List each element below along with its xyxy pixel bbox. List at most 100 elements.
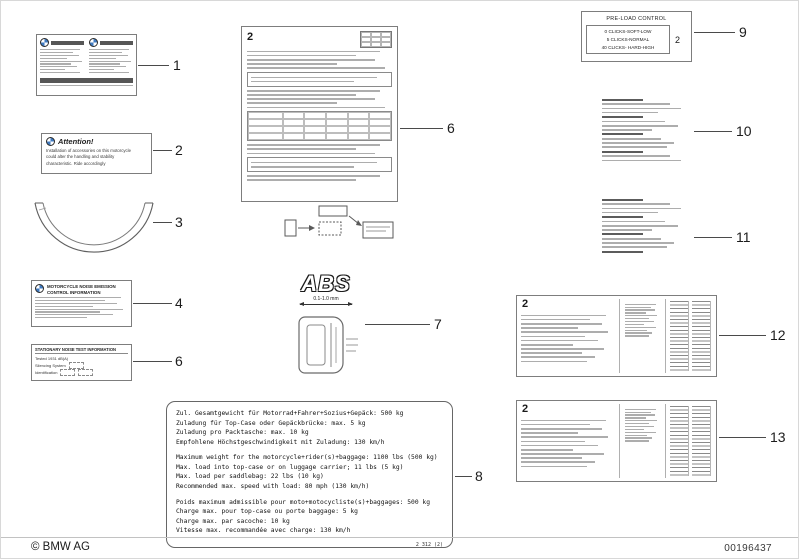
text-line: Installation of accessories on this moto… bbox=[46, 148, 132, 153]
type-plate-footer-bar bbox=[40, 77, 133, 83]
text-line-placeholder bbox=[521, 465, 588, 468]
callout-number-9[interactable]: 9 bbox=[739, 24, 747, 40]
text-line-placeholder bbox=[521, 432, 579, 434]
text-line: 0 CLICKS-SOFT-LOW bbox=[604, 29, 652, 34]
header-bar bbox=[51, 40, 84, 45]
table-cell bbox=[282, 133, 305, 141]
text-line-placeholder bbox=[89, 72, 129, 74]
abs-sensor-illustration bbox=[298, 316, 358, 374]
code-columns bbox=[665, 299, 712, 373]
text-line-placeholder bbox=[521, 356, 595, 359]
text-line-placeholder bbox=[625, 332, 653, 334]
item-marker: 2 bbox=[247, 31, 254, 43]
text-line-placeholder bbox=[625, 414, 655, 416]
placement-schematic bbox=[284, 205, 394, 239]
callout-number-6-center[interactable]: 6 bbox=[447, 120, 455, 136]
text-line-placeholder bbox=[521, 335, 586, 338]
text-line-placeholder bbox=[625, 318, 649, 320]
callout-number-8[interactable]: 8 bbox=[475, 468, 483, 484]
text-line: Charge max. pour top-case ou porte bagga… bbox=[176, 508, 358, 516]
text-line: Zuladung für Top-Case oder Gepäckbrücke:… bbox=[176, 419, 366, 427]
bmw-roundel-icon bbox=[89, 38, 98, 47]
text-line-placeholder bbox=[247, 94, 356, 96]
attention-body: Installation of accessories on this moto… bbox=[46, 148, 147, 167]
text-line-placeholder bbox=[247, 58, 375, 61]
text-line-placeholder bbox=[247, 106, 385, 109]
text-line-placeholder bbox=[40, 66, 77, 68]
wide-label-columns bbox=[521, 404, 712, 478]
text-line-placeholder bbox=[521, 427, 602, 430]
text-line: Silencing System bbox=[35, 362, 66, 368]
callout-number-6-left[interactable]: 6 bbox=[175, 353, 183, 369]
callout-number-11[interactable]: 11 bbox=[736, 229, 751, 245]
callout-number-1[interactable]: 1 bbox=[173, 57, 181, 73]
text-line-placeholder bbox=[247, 89, 381, 92]
certification-header: 2 bbox=[247, 31, 392, 48]
callout-number-3[interactable]: 3 bbox=[175, 214, 183, 230]
callout-number-7[interactable]: 7 bbox=[434, 316, 442, 332]
text-line-placeholder bbox=[251, 76, 378, 79]
text-line-placeholder bbox=[625, 306, 651, 308]
text-line-placeholder bbox=[625, 312, 647, 314]
table-cell bbox=[381, 32, 391, 37]
text-line-placeholder bbox=[625, 434, 648, 436]
callout-number-4[interactable]: 4 bbox=[175, 295, 183, 311]
text-line: Vitesse max. recommandée avec charge: 13… bbox=[176, 527, 351, 535]
fine-print-lines bbox=[247, 175, 392, 181]
tested-value: Tested 1931 dB(A) bbox=[35, 355, 69, 361]
table-cell bbox=[326, 112, 348, 120]
text-line-placeholder bbox=[251, 161, 378, 164]
header-bar bbox=[100, 40, 133, 45]
callout-number-13[interactable]: 13 bbox=[770, 429, 786, 445]
load-limits-german: Zul. Gesamtgewicht für Motorrad+Fahrer+S… bbox=[176, 409, 443, 447]
text-line-placeholder bbox=[247, 50, 381, 53]
text-line-placeholder bbox=[521, 327, 579, 329]
text-line-placeholder bbox=[251, 80, 354, 83]
callout-number-2[interactable]: 2 bbox=[175, 142, 183, 158]
data-column bbox=[670, 406, 689, 476]
text-line-placeholder bbox=[35, 297, 121, 299]
callout-number-12[interactable]: 12 bbox=[770, 327, 786, 343]
text-line-placeholder bbox=[602, 159, 682, 162]
text-line-placeholder bbox=[625, 428, 645, 430]
text-line-placeholder bbox=[625, 431, 656, 433]
text-line: Charge max. par sacoche: 10 kg bbox=[176, 517, 290, 525]
text-line: Empfohlene Höchstgeschwindigkeit mit Zul… bbox=[176, 438, 385, 446]
text-line: Max. load into top-case or on luggage ca… bbox=[176, 463, 404, 471]
table-cell bbox=[371, 37, 381, 42]
label-instruction-text-11 bbox=[602, 196, 692, 262]
table-cell bbox=[347, 119, 370, 127]
text-line-placeholder bbox=[521, 348, 604, 350]
item-marker: 2 bbox=[522, 403, 529, 415]
table-cell bbox=[369, 126, 391, 134]
table-cell bbox=[282, 112, 305, 120]
text-line-placeholder bbox=[625, 315, 658, 317]
text-line-placeholder bbox=[40, 57, 68, 59]
table-cell bbox=[248, 126, 283, 134]
text-line-placeholder bbox=[602, 229, 653, 231]
text-line-placeholder bbox=[247, 179, 356, 181]
text-line-placeholder bbox=[89, 63, 120, 65]
text-line-placeholder bbox=[521, 419, 606, 422]
label-wide-12: 2 bbox=[516, 295, 717, 377]
text-line-placeholder bbox=[602, 250, 643, 253]
text-line: Max. load per saddlebag: 22 lbs (10 kg) bbox=[176, 473, 324, 481]
text-line-placeholder bbox=[89, 57, 117, 59]
bmw-roundel-icon bbox=[35, 284, 44, 293]
text-line-placeholder bbox=[251, 166, 354, 168]
text-line-placeholder bbox=[602, 150, 643, 153]
text-line-placeholder bbox=[602, 233, 643, 236]
text-line-placeholder bbox=[602, 111, 658, 114]
text-line: 5 CLICKS-NORMAL bbox=[606, 36, 650, 42]
callout-line bbox=[138, 65, 169, 66]
code-columns bbox=[665, 404, 712, 478]
callout-line bbox=[133, 361, 172, 362]
copyright-text: © BMW AG bbox=[31, 541, 90, 553]
text-line-placeholder bbox=[602, 242, 674, 244]
callout-number-10[interactable]: 10 bbox=[736, 123, 752, 139]
text-line-placeholder bbox=[602, 107, 682, 110]
text-line-placeholder bbox=[625, 440, 650, 442]
text-line-placeholder bbox=[35, 299, 105, 302]
label-type-plate bbox=[36, 34, 137, 96]
table-cell bbox=[347, 126, 370, 134]
